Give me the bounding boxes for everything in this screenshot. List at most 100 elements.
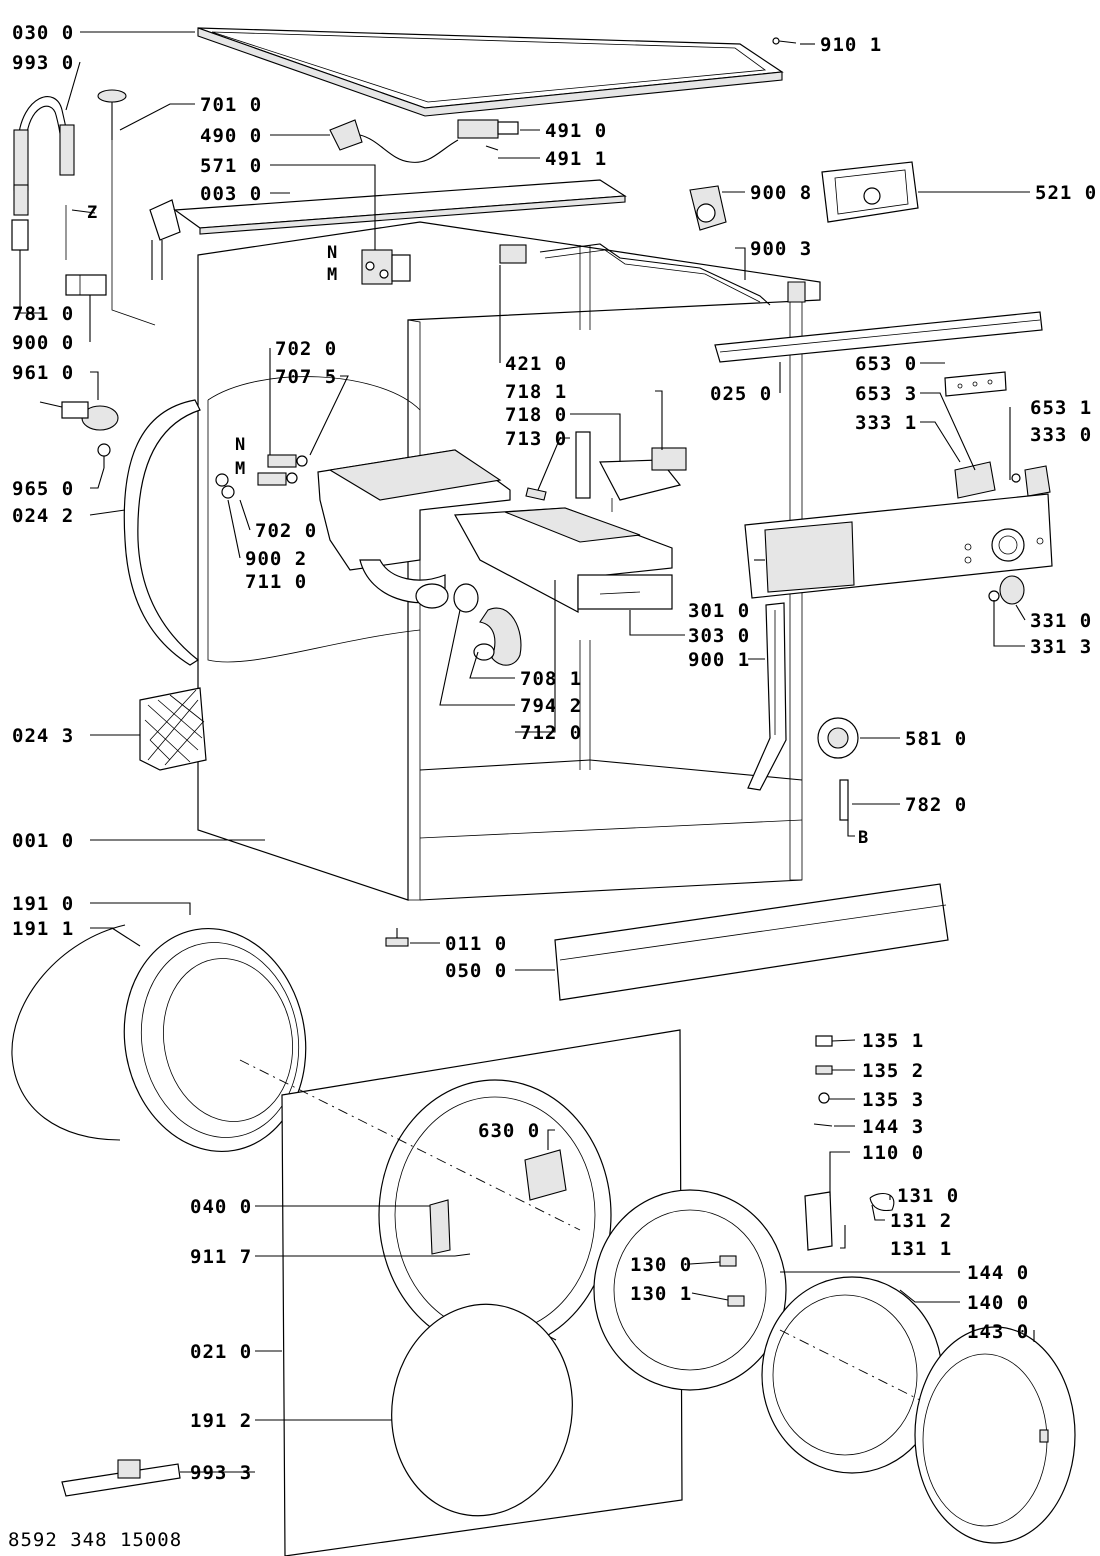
callout-521-0: 521 0 [1035, 182, 1097, 204]
adjustable-foot [385, 928, 409, 947]
callout-702-0-b: 702 0 [255, 520, 317, 542]
dispenser-hose [453, 583, 522, 666]
callout-653-3: 653 3 [855, 383, 917, 405]
callout-718-0: 718 0 [505, 404, 567, 426]
clip-900-0 [65, 274, 107, 296]
drawer-cap [599, 447, 687, 512]
wiring-harness [539, 243, 771, 306]
callout-993-0: 993 0 [12, 52, 74, 74]
callout-143-0: 143 0 [967, 1321, 1029, 1343]
callout-782-0: 782 0 [905, 794, 967, 816]
callout-711-0: 711 0 [245, 571, 307, 593]
callout-571-0: 571 0 [200, 155, 262, 177]
callout-712-0: 712 0 [520, 722, 582, 744]
callout-135-1: 135 1 [862, 1030, 924, 1052]
detergent-drawer [454, 507, 673, 613]
marker-n-pipe: N [235, 435, 245, 455]
callout-900-2: 900 2 [245, 548, 307, 570]
callout-911-7: 911 7 [190, 1246, 252, 1268]
callout-050-0: 050 0 [445, 960, 507, 982]
console-bracket [714, 311, 1043, 363]
callout-331-0: 331 0 [1030, 610, 1092, 632]
motor-capacitor [817, 717, 859, 759]
screw-910-1 [772, 37, 797, 45]
inlet-valve [361, 249, 411, 285]
door-interlock [499, 244, 527, 264]
marker-letters: N M N M Z B [87, 203, 868, 848]
callout-130-0: 130 0 [630, 1254, 692, 1276]
control-panel [744, 493, 1053, 599]
door-frame [593, 1189, 787, 1391]
program-board [944, 371, 1007, 397]
callout-024-2: 024 2 [12, 505, 74, 527]
callout-144-0: 144 0 [967, 1262, 1029, 1284]
callout-900-8: 900 8 [750, 182, 812, 204]
leg-rod [839, 779, 849, 821]
callout-110-0: 110 0 [862, 1142, 924, 1164]
callout-900-3: 900 3 [750, 238, 812, 260]
callout-021-0: 021 0 [190, 1341, 252, 1363]
callout-965-0: 965 0 [12, 478, 74, 500]
callout-131-2: 131 2 [890, 1210, 952, 1232]
callout-707-5: 707 5 [275, 366, 337, 388]
suppressor-filter [457, 119, 519, 139]
callout-025-0: 025 0 [710, 383, 772, 405]
callout-135-3: 135 3 [862, 1089, 924, 1111]
callout-421-0: 421 0 [505, 353, 567, 375]
access-grille [139, 687, 207, 771]
drain-elbow [149, 199, 181, 280]
door-hinge [429, 1149, 567, 1257]
plinth [554, 883, 949, 1001]
callout-140-0: 140 0 [967, 1292, 1029, 1314]
marker-b: B [858, 828, 868, 848]
dispenser-pipes [215, 454, 308, 499]
callout-131-0: 131 0 [897, 1185, 959, 1207]
document-number: 8592 348 15008 [8, 1529, 182, 1551]
callout-718-1: 718 1 [505, 381, 567, 403]
callout-131-1: 131 1 [890, 1238, 952, 1260]
callout-130-1: 130 1 [630, 1283, 692, 1305]
door-gasket [11, 924, 307, 1153]
callout-303-0: 303 0 [688, 625, 750, 647]
callout-708-1: 708 1 [520, 668, 582, 690]
marker-m-valve: M [327, 265, 337, 285]
door-inner-frame [914, 1326, 1076, 1544]
spanner-tool [61, 1459, 181, 1497]
callout-labels: 030 0 993 0 701 0 490 0 571 0 003 0 781 … [12, 22, 1097, 1484]
callout-713-0: 713 0 [505, 428, 567, 450]
callout-581-0: 581 0 [905, 728, 967, 750]
callout-961-0: 961 0 [12, 362, 74, 384]
clamp-spring [391, 1303, 573, 1517]
side-liner [123, 399, 201, 666]
door-handle [804, 1191, 895, 1251]
cabinet [197, 221, 821, 901]
callout-191-0: 191 0 [12, 893, 74, 915]
callout-191-2: 191 2 [190, 1410, 252, 1432]
siphon [525, 487, 547, 501]
callout-993-3: 993 3 [190, 1462, 252, 1484]
callout-144-3: 144 3 [862, 1116, 924, 1138]
callout-030-0: 030 0 [12, 22, 74, 44]
mains-cable [329, 119, 459, 163]
callout-910-1: 910 1 [820, 34, 882, 56]
marker-z: Z [87, 203, 97, 223]
callout-490-0: 490 0 [200, 125, 262, 147]
pump-filter [39, 401, 119, 431]
dispenser-housing [317, 449, 511, 609]
callout-011-0: 011 0 [445, 933, 507, 955]
callout-653-1: 653 1 [1030, 397, 1092, 419]
front-panel [239, 1029, 683, 1556]
callout-900-1: 900 1 [688, 649, 750, 671]
callout-191-1: 191 1 [12, 918, 74, 940]
top-rail [173, 179, 627, 235]
top-lid [197, 27, 784, 117]
screw-set [813, 1035, 833, 1127]
screw-491-1 [485, 145, 499, 151]
callout-794-2: 794 2 [520, 695, 582, 717]
callout-001-0: 001 0 [12, 830, 74, 852]
callout-781-0: 781 0 [12, 303, 74, 325]
callout-331-3: 331 3 [1030, 636, 1092, 658]
filter-seal [97, 443, 111, 468]
leader-lines [19, 31, 1035, 1473]
callout-702-0-a: 702 0 [275, 338, 337, 360]
